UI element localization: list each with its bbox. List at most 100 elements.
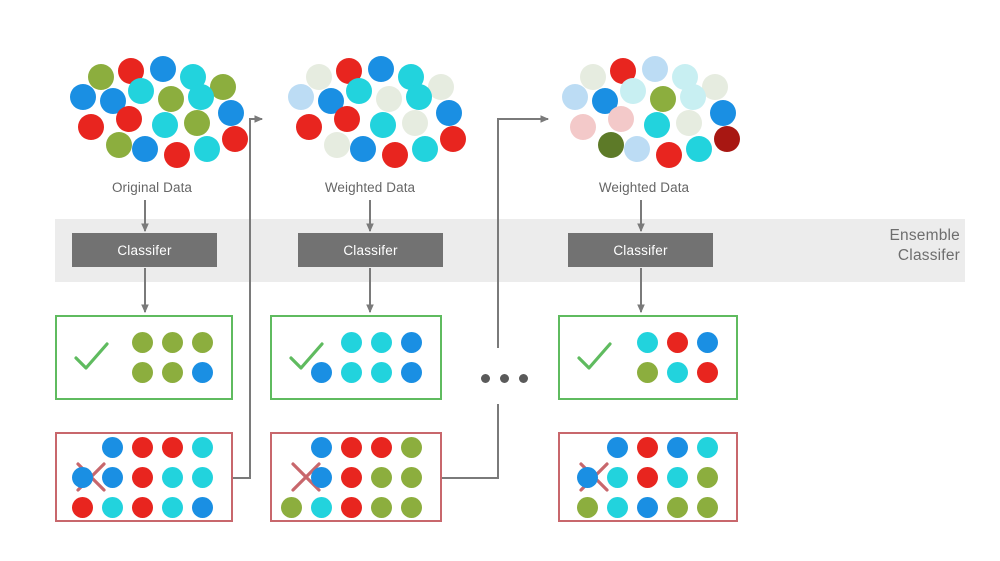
result-dot: [191, 436, 213, 458]
ellipsis-dot: [519, 374, 528, 383]
result-dot-cell: [692, 462, 722, 492]
result-dot-cell: [602, 462, 632, 492]
check-icon: [285, 337, 327, 379]
result-dot-cell: [396, 328, 426, 358]
result-dot-cell: [632, 492, 662, 522]
result-dot-cell: [127, 492, 157, 522]
cluster-dot: [376, 86, 402, 112]
caption-weighted-data-1: Weighted Data: [324, 180, 416, 195]
result-dot-cell: [67, 462, 97, 492]
result-dot-cell: [127, 462, 157, 492]
result-dot: [310, 496, 332, 518]
result-dot-cell: [306, 492, 336, 522]
cluster-dot: [106, 132, 132, 158]
cluster-dot: [714, 126, 740, 152]
result-dot-row: [632, 328, 722, 358]
result-dot-cell: [662, 358, 692, 388]
result-dot-cell: [97, 462, 127, 492]
ensemble-label-line2: Classifer: [897, 247, 960, 264]
result-dot: [370, 496, 392, 518]
result-dot-cell: [157, 432, 187, 462]
result-dot: [696, 496, 718, 518]
ellipsis-dot: [481, 374, 490, 383]
classifier-box-1[interactable]: Classifer: [72, 233, 217, 267]
result-dot-cell: [336, 492, 366, 522]
result-dot-cell: [366, 328, 396, 358]
result-dot-row: [127, 328, 217, 358]
result-dot-grid: [632, 328, 722, 388]
result-dot: [370, 466, 392, 488]
cluster-dot: [222, 126, 248, 152]
result-dot-cell: [366, 492, 396, 522]
result-incorrect-3[interactable]: [558, 432, 738, 522]
result-dot-cell: [157, 358, 187, 388]
cluster-dot: [164, 142, 190, 168]
result-dot-cell: [276, 432, 306, 462]
check-icon: [70, 337, 112, 379]
ellipsis-dots: [481, 374, 528, 383]
result-dot: [666, 496, 688, 518]
classifier-box-2[interactable]: Classifer: [298, 233, 443, 267]
result-dot-grid: [67, 432, 217, 522]
result-dot-row: [276, 462, 426, 492]
ensemble-label-line1: Ensemble: [889, 227, 960, 244]
result-dot-row: [67, 432, 217, 462]
result-dot-row: [632, 358, 722, 388]
data-cluster-weighted-2: [562, 56, 740, 171]
cluster-dot: [440, 126, 466, 152]
result-dot-cell: [692, 432, 722, 462]
result-dot: [71, 466, 93, 488]
result-dot-cell: [67, 432, 97, 462]
result-dot-cell: [306, 432, 336, 462]
cluster-dot: [128, 78, 154, 104]
result-dot: [161, 362, 183, 383]
caption-weighted-data-2: Weighted Data: [598, 180, 690, 195]
result-dot: [340, 332, 362, 353]
result-dot: [101, 496, 123, 518]
cluster-dot: [402, 110, 428, 136]
result-dot-row: [572, 462, 722, 492]
result-dot: [666, 466, 688, 488]
cluster-dot: [702, 74, 728, 100]
result-dot-cell: [396, 462, 426, 492]
cluster-dot: [334, 106, 360, 132]
result-dot: [636, 332, 658, 353]
result-dot-row: [127, 358, 217, 388]
cluster-dot: [88, 64, 114, 90]
cluster-dot: [656, 142, 682, 168]
result-dot-grid: [127, 328, 217, 388]
result-dot: [191, 362, 213, 383]
result-dot-cell: [97, 432, 127, 462]
result-correct-1[interactable]: [55, 315, 233, 400]
result-dot-row: [67, 462, 217, 492]
cluster-dot: [306, 64, 332, 90]
result-dot-cell: [127, 432, 157, 462]
result-dot-cell: [692, 492, 722, 522]
cluster-dot: [70, 84, 96, 110]
result-dot-cell: [127, 328, 157, 358]
result-dot-cell: [336, 432, 366, 462]
result-dot-cell: [306, 328, 336, 358]
result-dot-cell: [602, 432, 632, 462]
result-dot: [606, 496, 628, 518]
result-correct-2[interactable]: [270, 315, 442, 400]
cluster-dot: [624, 136, 650, 162]
result-correct-3[interactable]: [558, 315, 738, 400]
result-dot: [400, 436, 422, 458]
result-dot: [636, 466, 658, 488]
result-dot: [340, 362, 362, 383]
cluster-dot: [644, 112, 670, 138]
cluster-dot: [608, 106, 634, 132]
result-dot-row: [572, 492, 722, 522]
result-incorrect-1[interactable]: [55, 432, 233, 522]
result-dot-cell: [276, 492, 306, 522]
result-dot-cell: [67, 492, 97, 522]
result-dot: [400, 332, 422, 353]
result-incorrect-2[interactable]: [270, 432, 442, 522]
result-dot-cell: [187, 492, 217, 522]
classifier-box-3[interactable]: Classifer: [568, 233, 713, 267]
result-dot-grid: [306, 328, 426, 388]
result-dot-cell: [187, 432, 217, 462]
result-dot-cell: [157, 462, 187, 492]
